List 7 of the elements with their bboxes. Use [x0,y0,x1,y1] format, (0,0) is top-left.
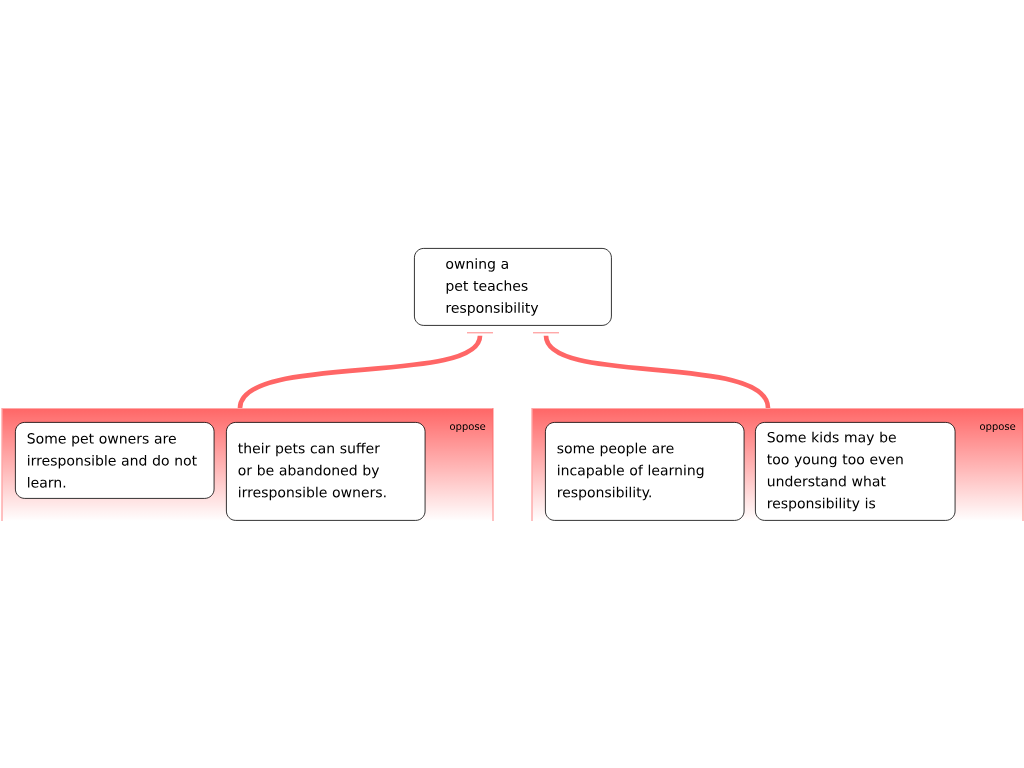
connector [532,332,771,409]
text-box: their pets can suffer or be abandoned by irresponsible owners. [226,422,426,521]
text-box: Some pet owners are irresponsible and do not learn. [15,422,215,499]
text-box: owning a pet teaches responsibility [414,248,612,326]
text-box: some people are incapable of learning responsibility. [545,422,745,521]
text-box: Some kids may be too young too even understand what responsibility is [755,422,956,521]
connector [237,332,494,409]
